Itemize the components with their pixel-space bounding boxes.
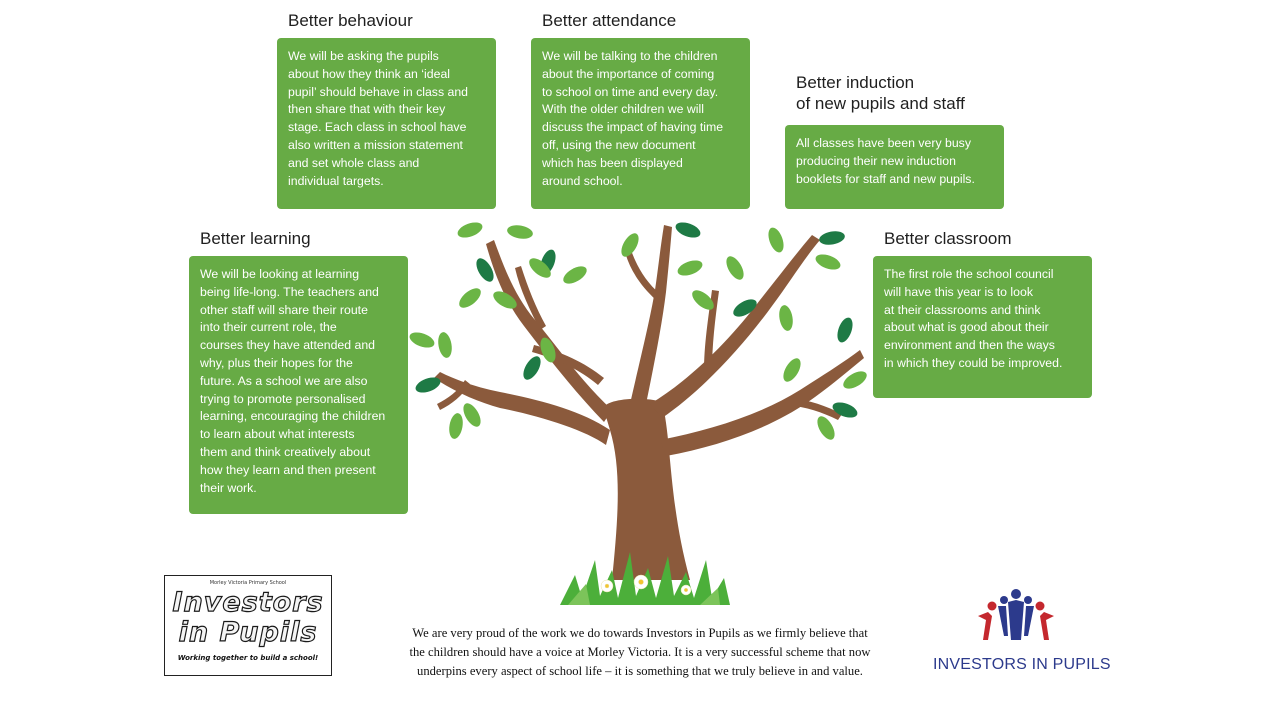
text-line: into their current role, the [200, 320, 337, 335]
leaf [459, 288, 481, 308]
tree-illustration [409, 222, 867, 605]
text-line: the children should have a voice at Morl… [409, 645, 871, 659]
leaf [677, 260, 703, 276]
tree-trunk [434, 225, 864, 580]
text-line: their work. [200, 480, 257, 495]
learning-heading: Better learning [200, 229, 311, 248]
attendance-heading: Better attendance [542, 11, 677, 30]
leaf [815, 254, 841, 270]
leaf [540, 337, 556, 363]
text-line: learning, encouraging the children [200, 409, 386, 424]
leaf [675, 222, 701, 238]
tree-leaves [409, 222, 867, 440]
learning-card: We will be looking at learning being life… [189, 256, 408, 514]
text-line: producing their new induction [796, 153, 956, 168]
badge-tagline: Working together to build a school! [177, 654, 319, 662]
leaf [563, 266, 587, 284]
figures-logo-icon [978, 589, 1054, 640]
leaf [493, 291, 517, 309]
leaf [463, 403, 481, 427]
leaf [768, 227, 784, 253]
text-line: about how they think an ‘ideal [288, 66, 451, 81]
investors-in-pupils-logo: INVESTORS IN PUPILS [928, 586, 1111, 678]
text-line: We will be talking to the children [542, 49, 718, 63]
leaf [726, 256, 744, 280]
leaf [692, 290, 714, 310]
leaf [523, 356, 541, 380]
induction-heading-line2: of new pupils and staff [796, 94, 965, 113]
flowers [600, 574, 692, 596]
induction-card: All classes have been very busy producing… [785, 125, 1004, 209]
leaf [507, 225, 533, 239]
text-line: With the older children we will [542, 102, 704, 117]
text-line: booklets for staff and new pupils. [796, 171, 975, 186]
text-line: in which they could be improved. [884, 355, 1063, 370]
text-line: how they learn and then present [200, 462, 376, 477]
leaf [817, 416, 835, 440]
leaf [621, 233, 639, 257]
footer-paragraph: We are very proud of the work we do towa… [360, 624, 920, 681]
text-line: courses they have attended and [200, 338, 376, 353]
leaf [783, 358, 801, 382]
text-line: which has been displayed [542, 155, 683, 170]
text-line: about the importance of coming [542, 66, 715, 81]
text-line: discuss the impact of having time [542, 120, 724, 135]
leaf [457, 222, 483, 238]
text-line: We are very proud of the work we do towa… [412, 626, 868, 640]
text-line: then share that with their key [288, 102, 446, 117]
leaf [529, 258, 551, 278]
text-line: environment and then the ways [884, 338, 1055, 353]
badge-word-investors: Investors [172, 587, 324, 618]
leaf [438, 332, 452, 358]
leaf [819, 231, 845, 245]
text-line: them and think creatively about [200, 444, 371, 459]
text-line: future. As a school we are also [200, 373, 368, 388]
classroom-heading: Better classroom [884, 229, 1012, 248]
text-line: why, plus their hopes for the [200, 355, 353, 370]
logo-brand-text: INVESTORS IN PUPILS [933, 656, 1111, 673]
badge-word-in-pupils: in Pupils [178, 617, 318, 648]
leaf [409, 332, 435, 348]
leaf [832, 402, 858, 418]
leaf [476, 258, 494, 282]
leaf [449, 413, 463, 439]
text-line: at their classrooms and think [884, 302, 1041, 317]
text-line: We will be asking the pupils [288, 49, 439, 63]
leaf [843, 371, 867, 389]
text-line: will have this year is to look [884, 284, 1033, 299]
text-line: We will be looking at learning [200, 267, 360, 281]
text-line: off, using the new document [542, 137, 696, 152]
text-line: All classes have been very busy [796, 136, 971, 150]
induction-heading: Better induction of new pupils and staff [796, 72, 965, 114]
text-line: individual targets. [288, 173, 384, 188]
text-line: around school. [542, 173, 623, 188]
text-line: trying to promote personalised [200, 391, 366, 406]
text-line: to school on time and every day. [542, 84, 719, 99]
behaviour-heading: Better behaviour [288, 11, 413, 30]
classroom-card: The first role the school council will ha… [873, 256, 1092, 398]
behaviour-card: We will be asking the pupils about how th… [277, 38, 496, 209]
text-line: pupil’ should behave in class and [288, 84, 469, 99]
text-line: about what is good about their [884, 320, 1049, 335]
text-line: also written a mission statement [288, 137, 463, 152]
leaf [779, 305, 793, 331]
text-line: stage. Each class in school have [288, 120, 467, 135]
text-line: other staff will share their route [200, 302, 368, 317]
text-line: and set whole class and [288, 155, 420, 170]
leaf [733, 299, 757, 317]
induction-heading-line1: Better induction [796, 73, 915, 92]
text-line: to learn about what interests [200, 427, 355, 442]
investors-in-pupils-badge: Morley Victoria Primary School Investors… [164, 575, 332, 676]
text-line: being life-long. The teachers and [200, 284, 379, 299]
attendance-card: We will be talking to the children about … [531, 38, 750, 209]
text-line: underpins every aspect of school life – … [417, 664, 863, 678]
leaf [415, 377, 441, 393]
leaf [837, 317, 853, 343]
text-line: The first role the school council [884, 267, 1054, 281]
badge-school-name: Morley Victoria Primary School [209, 580, 287, 586]
